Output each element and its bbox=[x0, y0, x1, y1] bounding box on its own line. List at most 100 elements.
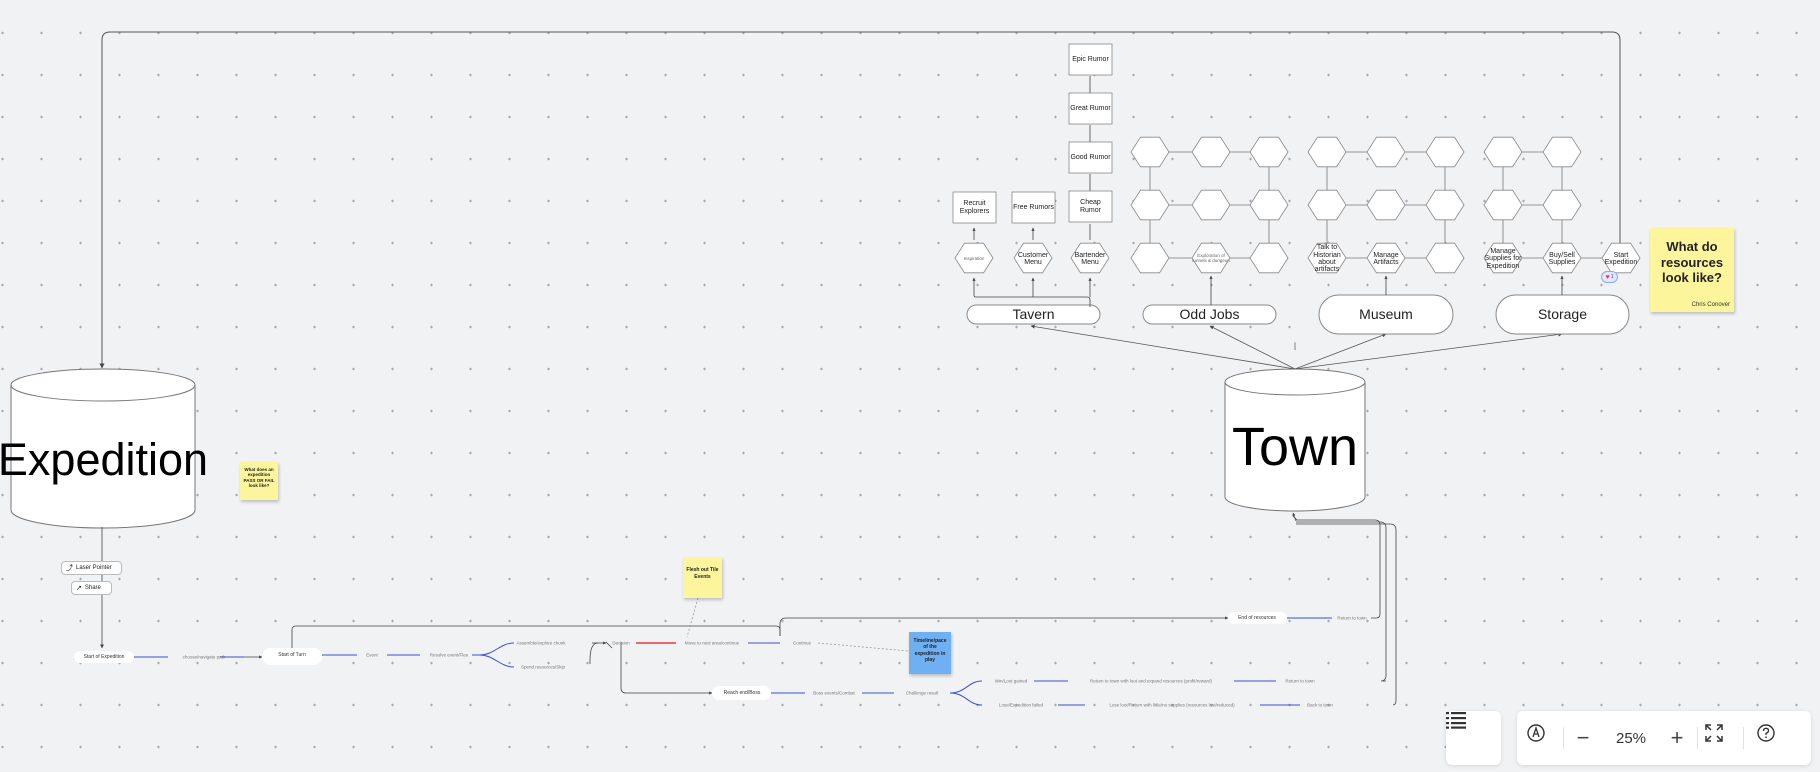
move-forward-label: Move to next area/continue bbox=[684, 640, 740, 646]
branch-b-label: Spend resources/Skip bbox=[520, 664, 566, 670]
fit-screen-icon[interactable] bbox=[1705, 724, 1733, 752]
bartender-menu-hex-label: Bartender Menu bbox=[1074, 251, 1106, 266]
hex-node-12[interactable] bbox=[1307, 136, 1347, 168]
hex-node-7[interactable] bbox=[1191, 189, 1231, 221]
hex-node-10[interactable] bbox=[1191, 242, 1231, 274]
lose-label: Lose/Expedition failed bbox=[998, 702, 1044, 708]
list-icon[interactable] bbox=[1446, 711, 1501, 765]
hex-node-25[interactable] bbox=[1483, 242, 1523, 274]
pen-circle-icon[interactable] bbox=[1527, 724, 1555, 752]
hex-node-4[interactable] bbox=[1191, 136, 1231, 168]
hex-node-17[interactable] bbox=[1425, 189, 1465, 221]
laser-pointer-icon: ⤴ bbox=[66, 565, 73, 572]
reach-end-label: Reach end/Boss bbox=[723, 690, 761, 696]
good-rumor-box bbox=[1068, 141, 1113, 174]
timeline-sticky-note[interactable]: Timeline/pace of the expedition in play bbox=[909, 632, 951, 674]
hex-node-18[interactable] bbox=[1307, 242, 1347, 274]
recruit-explorers-box bbox=[952, 191, 997, 224]
start-expedition-hex-label: Start Expedition bbox=[1604, 251, 1638, 266]
cheap-rumor-box bbox=[1068, 190, 1113, 223]
recruit-explorers-label: Recruit Explorers bbox=[959, 200, 990, 215]
laser-pointer-button[interactable]: ⤴ Laser Pointer bbox=[61, 561, 122, 575]
minus-icon[interactable]: − bbox=[1576, 725, 1590, 750]
win-detail-label: Return to town with loot and expand reso… bbox=[1089, 678, 1213, 684]
challenge-result-label: Challenge result bbox=[905, 690, 939, 696]
continue-label: Continue bbox=[792, 640, 812, 646]
event-label: Event bbox=[366, 652, 378, 658]
customer-menu-hex-label: Customer Menu bbox=[1017, 251, 1049, 266]
hex-node-24[interactable] bbox=[1542, 189, 1582, 221]
good-rumor-label: Good Rumor bbox=[1070, 153, 1111, 161]
hex-node-14[interactable] bbox=[1425, 136, 1465, 168]
start-expedition-flow-label: Start of Expedition bbox=[83, 654, 125, 660]
great-rumor-label: Great Rumor bbox=[1070, 104, 1111, 112]
flow-pills bbox=[74, 612, 1287, 700]
branch-a-label: Assemble/explore chunk bbox=[516, 640, 566, 646]
storage-label: Storage bbox=[1537, 306, 1588, 323]
odd-jobs-hex-label: Exploration of tunnels & dungeon bbox=[1192, 253, 1230, 263]
start-of-turn-label: Start of Turn bbox=[278, 652, 306, 658]
hex-node-0[interactable] bbox=[954, 242, 994, 274]
free-rumors-label: Free Rumors bbox=[1013, 203, 1054, 211]
zoom-toolbar: − 25% + bbox=[1517, 711, 1811, 765]
tavern-label: Tavern bbox=[1012, 306, 1055, 323]
lose-return-label: Back to town bbox=[1307, 702, 1333, 708]
hex-node-21[interactable] bbox=[1483, 136, 1523, 168]
hex-node-22[interactable] bbox=[1542, 136, 1582, 168]
resolve-event-label: Resolve event/Flee bbox=[429, 652, 469, 658]
hex-node-6[interactable] bbox=[1130, 189, 1170, 221]
share-label: Share bbox=[84, 585, 101, 591]
flow-connectors bbox=[100, 512, 1397, 706]
flow-blue-lines bbox=[134, 617, 1332, 706]
hex-node-27[interactable] bbox=[1601, 242, 1641, 274]
hex-node-9[interactable] bbox=[1130, 242, 1170, 274]
odd-jobs-label: Odd Jobs bbox=[1179, 306, 1240, 323]
resources-sticky-text: What do resources look like? bbox=[1660, 239, 1724, 286]
epic-rumor-box bbox=[1068, 43, 1113, 76]
odd-jobs-node bbox=[1142, 304, 1277, 325]
hex-node-3[interactable] bbox=[1130, 136, 1170, 168]
zoom-level[interactable]: 25% bbox=[1615, 729, 1647, 747]
cheap-rumor-label: Cheap Rumor bbox=[1079, 199, 1101, 214]
share-button[interactable]: ↗ Share bbox=[71, 581, 112, 595]
hex-node-8[interactable] bbox=[1249, 189, 1289, 221]
win-label: Win/Loot gained bbox=[994, 678, 1028, 684]
tile-events-sticky-note[interactable]: Flesh out Tile Events bbox=[683, 557, 722, 598]
hex-node-2[interactable] bbox=[1070, 242, 1110, 274]
help-icon[interactable] bbox=[1757, 724, 1785, 752]
storage-node bbox=[1495, 294, 1630, 335]
town-branch-connectors bbox=[1030, 324, 1563, 370]
plus-icon[interactable]: + bbox=[1670, 725, 1684, 750]
hex-node-13[interactable] bbox=[1366, 136, 1406, 168]
expedition-label: Expedition bbox=[0, 434, 209, 486]
lose-detail-label: Lose loot/Return with little/no supplies… bbox=[1109, 702, 1235, 708]
buy-sell-supplies-hex-label: Buy/Sell Supplies bbox=[1548, 251, 1576, 266]
hex-node-1[interactable] bbox=[1013, 242, 1053, 274]
expedition-cylinder[interactable] bbox=[10, 368, 196, 529]
town-cylinder[interactable] bbox=[1224, 368, 1366, 512]
heart-icon: ♥ bbox=[1605, 273, 1610, 281]
hex-node-19[interactable] bbox=[1366, 242, 1406, 274]
reaction-badge[interactable]: ♥ 1 bbox=[1601, 271, 1618, 283]
expedition-loop-connector bbox=[99, 31, 1621, 369]
hex-node-5[interactable] bbox=[1249, 136, 1289, 168]
hex-node-20[interactable] bbox=[1425, 242, 1465, 274]
boss-events-label: Boss events/Combat bbox=[813, 690, 855, 696]
hex-node-15[interactable] bbox=[1307, 189, 1347, 221]
dashed-links bbox=[686, 597, 909, 652]
hex-node-11[interactable] bbox=[1249, 242, 1289, 274]
reaction-count: 1 bbox=[1610, 274, 1614, 280]
town-label: Town bbox=[1231, 417, 1359, 478]
epic-rumor-label: Epic Rumor bbox=[1072, 55, 1109, 63]
pass-fail-sticky-note[interactable]: What does an expedition PASS OR FAIL loo… bbox=[240, 462, 278, 500]
outline-panel bbox=[1446, 711, 1501, 765]
hex-node-23[interactable] bbox=[1483, 189, 1523, 221]
hex-node-26[interactable] bbox=[1542, 242, 1582, 274]
pass-fail-sticky-text: What does an expedition PASS OR FAIL loo… bbox=[243, 467, 275, 489]
resources-sticky-note[interactable]: What do resources look like? Chris Conov… bbox=[1650, 228, 1734, 312]
museum-label: Museum bbox=[1359, 306, 1413, 323]
hex-node-16[interactable] bbox=[1366, 189, 1406, 221]
sticky-author: Chris Conover bbox=[1691, 302, 1730, 308]
